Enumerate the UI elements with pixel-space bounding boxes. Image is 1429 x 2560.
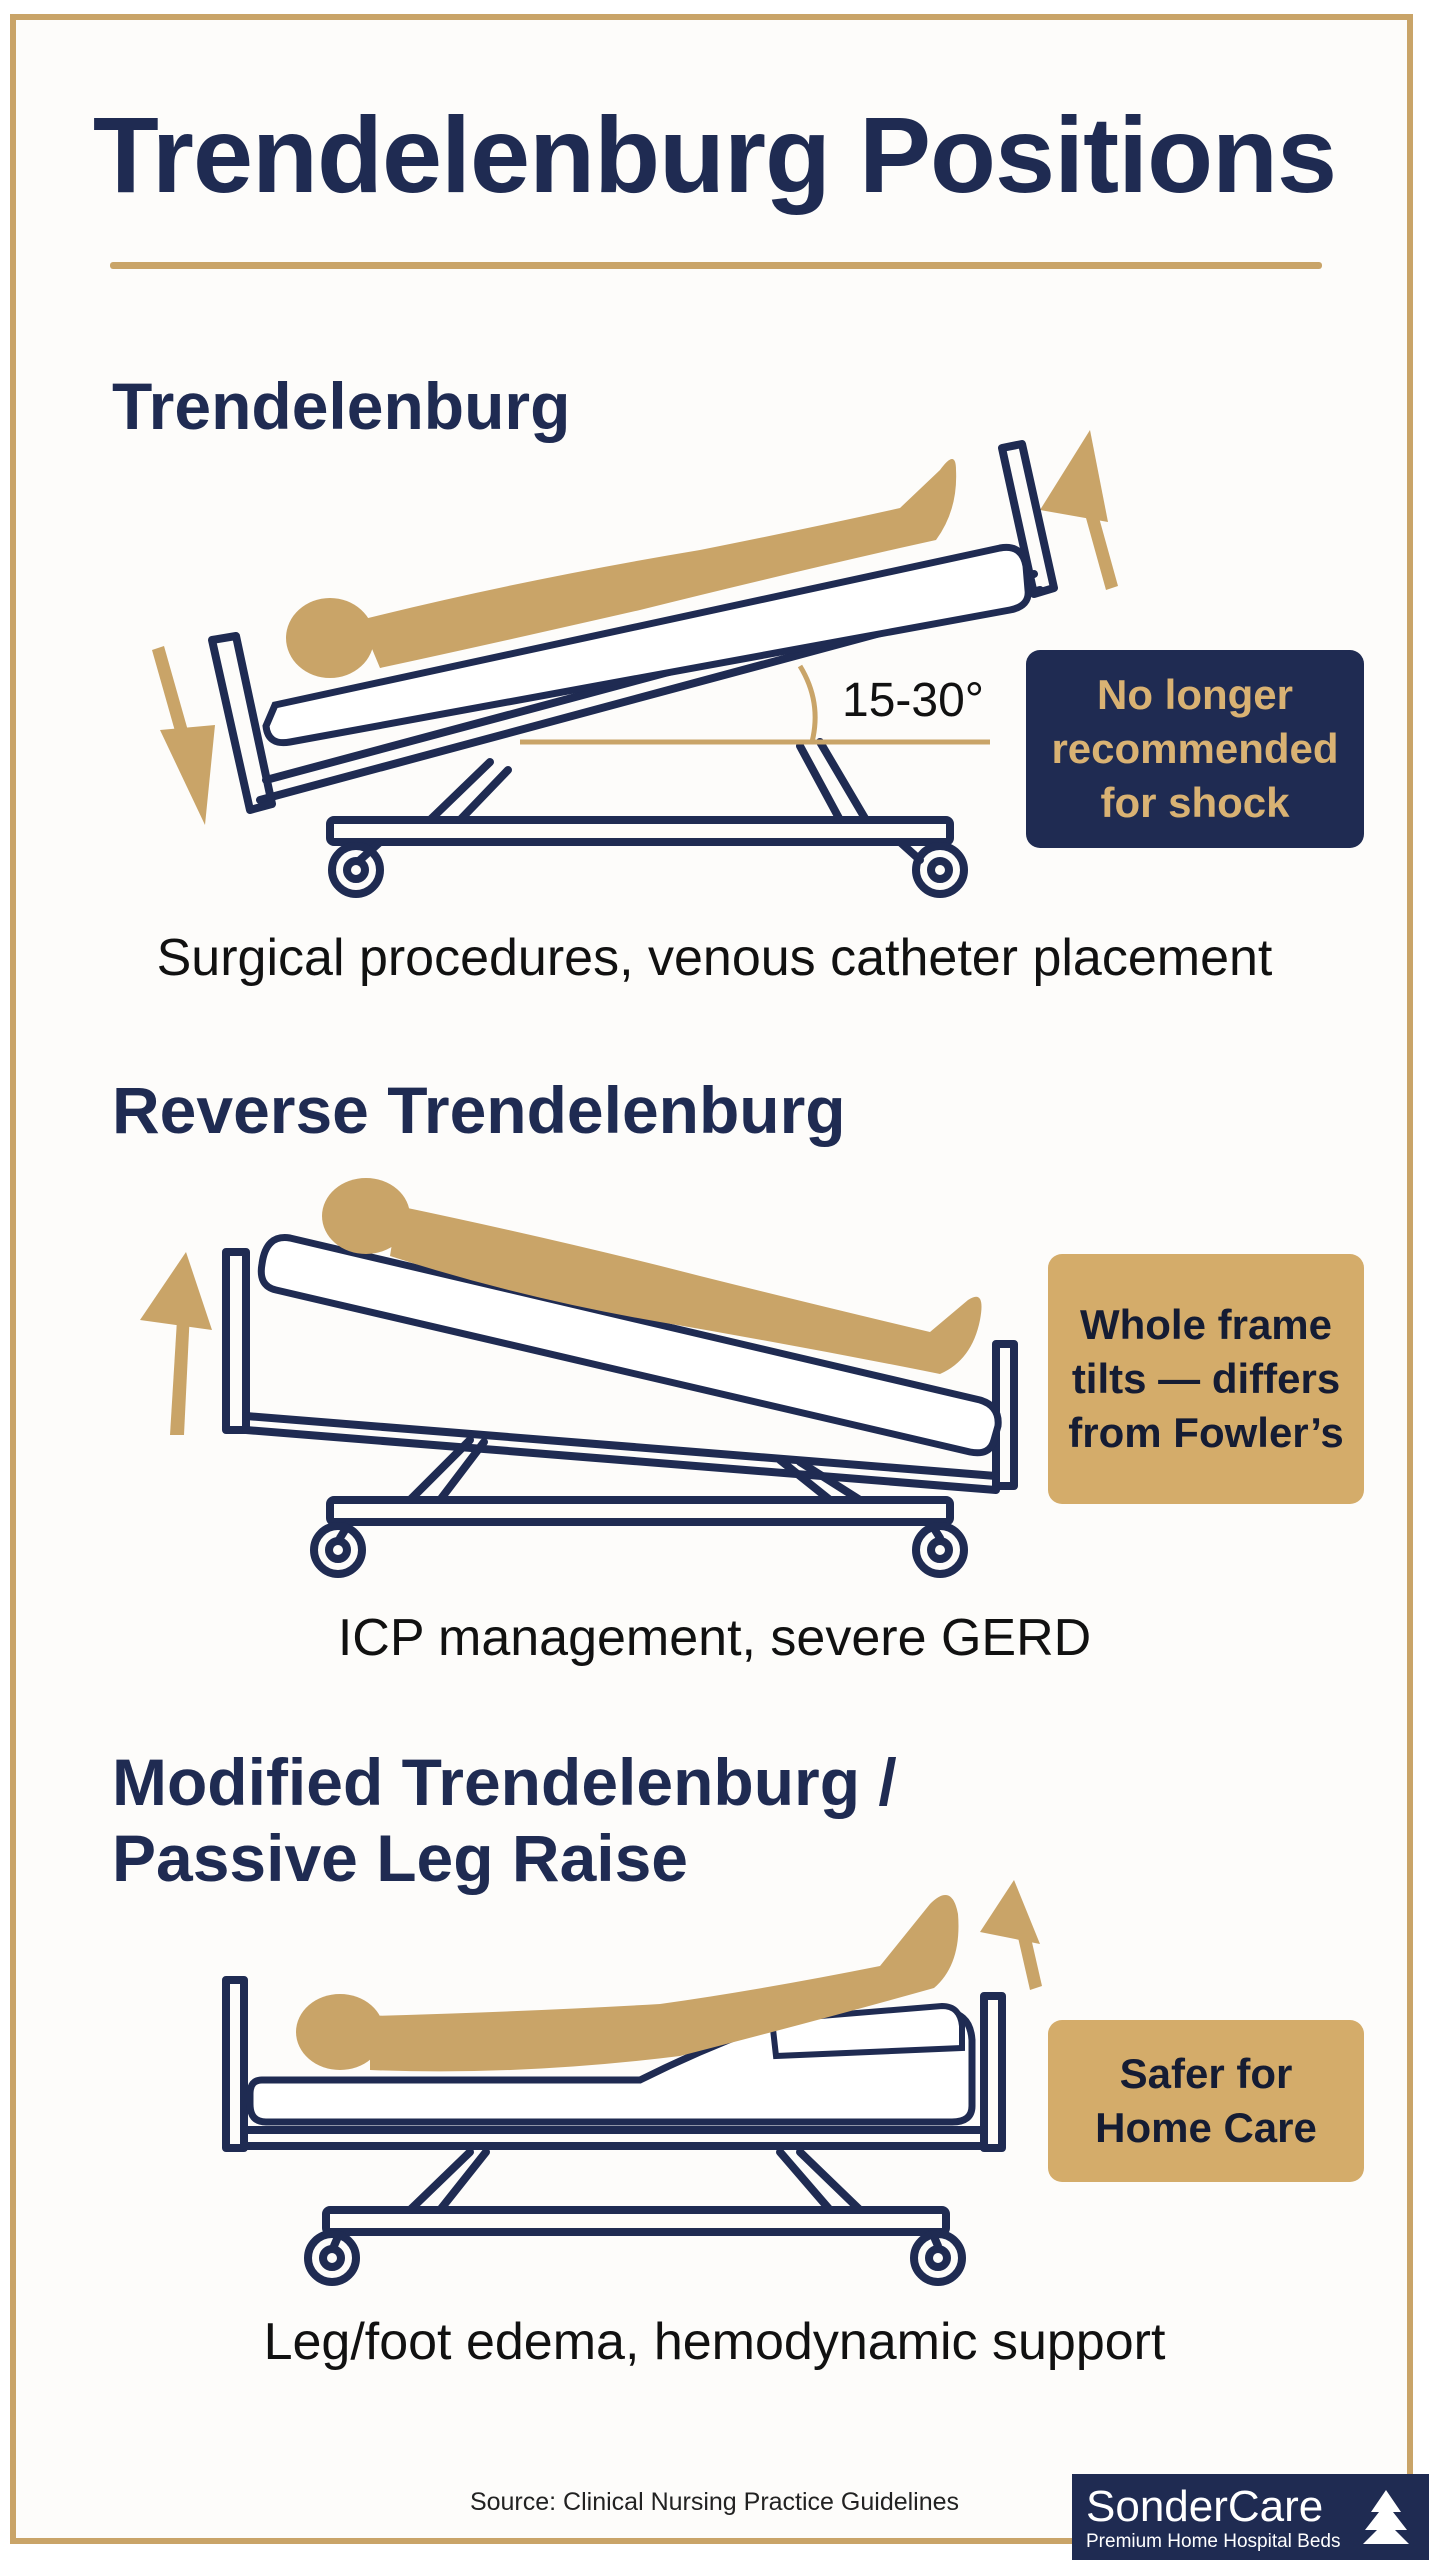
- brand-name: SonderCare: [1086, 2482, 1324, 2531]
- leg-up-arrow: [980, 1880, 1042, 1990]
- badge-safer-for-home-care: Safer for Home Care: [1048, 2020, 1364, 2182]
- reverse-trendelenburg-bed-illustration: [140, 1178, 1018, 1578]
- badge-whole-frame-tilts: Whole frame tilts — differs from Fowler’…: [1048, 1254, 1364, 1504]
- modified-trendelenburg-bed-illustration: [222, 1880, 1042, 2286]
- foot-up-arrow: [1040, 430, 1118, 590]
- page-title: Trendelenburg Positions: [92, 94, 1337, 215]
- tree-icon: [1363, 2490, 1409, 2544]
- trendelenburg-bed-illustration: 15-30°: [152, 430, 1118, 898]
- caption-reverse-trendelenburg: ICP management, severe GERD: [337, 1609, 1092, 1667]
- section-title-line1: Modified Trendelenburg /: [112, 1745, 897, 1819]
- head-up-arrow: [140, 1252, 212, 1435]
- patient-silhouette: [296, 1895, 959, 2072]
- head-down-arrow: [152, 646, 215, 825]
- source-note: Source: Clinical Nursing Practice Guidel…: [469, 2488, 960, 2516]
- title-divider: [110, 262, 1322, 269]
- sondercare-logo: SonderCare Premium Home Hospital Beds: [1072, 2474, 1429, 2560]
- section-title-trendelenburg: Trendelenburg: [112, 369, 571, 443]
- section-title-modified-trendelenburg: Modified Trendelenburg / Passive Leg Rai…: [112, 1744, 897, 1896]
- patient-silhouette: [322, 1178, 982, 1374]
- section-title-reverse-trendelenburg: Reverse Trendelenburg: [112, 1073, 846, 1147]
- brand-tagline: Premium Home Hospital Beds: [1086, 2531, 1341, 2552]
- section-title-line2: Passive Leg Raise: [112, 1821, 689, 1895]
- badge-no-longer-recommended: No longer recommended for shock: [1026, 650, 1364, 848]
- caption-trendelenburg: Surgical procedures, venous catheter pla…: [156, 929, 1273, 987]
- patient-silhouette: [286, 459, 957, 678]
- caption-modified-trendelenburg: Leg/foot edema, hemodynamic support: [263, 2313, 1166, 2371]
- angle-label: 15-30°: [842, 674, 984, 727]
